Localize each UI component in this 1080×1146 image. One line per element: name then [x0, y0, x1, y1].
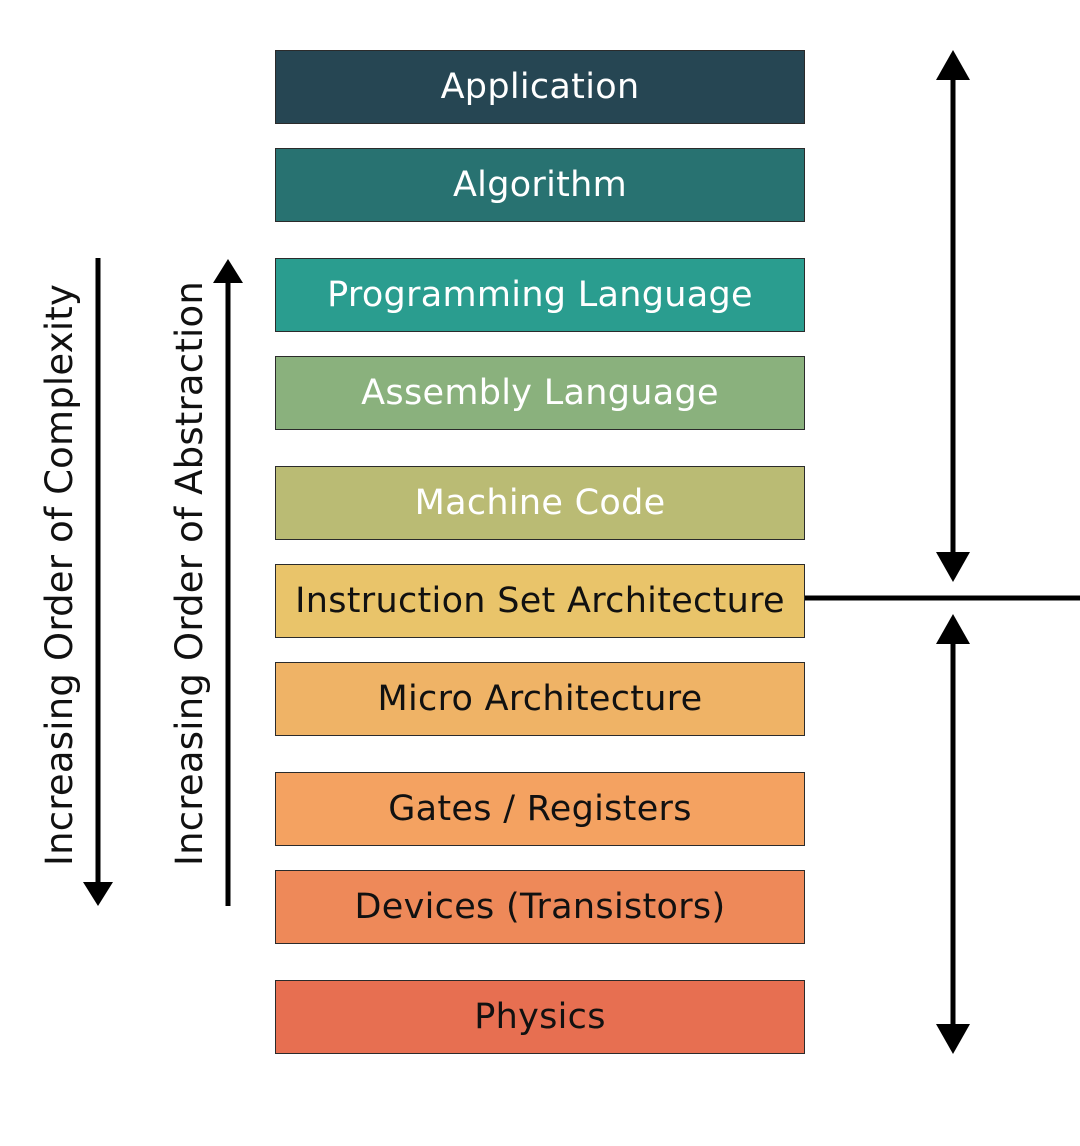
layer-devices-transistors: Devices (Transistors) [275, 870, 805, 944]
layer-label: Assembly Language [361, 373, 719, 413]
software-range-arrow-head-top [936, 50, 970, 80]
layer-gates-registers: Gates / Registers [275, 772, 805, 846]
layer-label: Machine Code [414, 483, 666, 523]
layer-label: Gates / Registers [388, 789, 692, 829]
layer-algorithm: Algorithm [275, 148, 805, 222]
layer-label: Devices (Transistors) [354, 887, 726, 927]
layer-instruction-set-architecture: Instruction Set Architecture [275, 564, 805, 638]
layer-label: Instruction Set Architecture [295, 581, 785, 621]
hardware-range-arrow-head-top [936, 614, 970, 644]
complexity-arrow-head [83, 882, 113, 906]
layer-machine-code: Machine Code [275, 466, 805, 540]
abstraction-arrow-head [213, 259, 243, 283]
hardware-range-arrow-head-bottom [936, 1024, 970, 1054]
layer-assembly-language: Assembly Language [275, 356, 805, 430]
layer-physics: Physics [275, 980, 805, 1054]
layer-label: Programming Language [327, 275, 753, 315]
layer-label: Physics [474, 997, 606, 1037]
layer-programming-language: Programming Language [275, 258, 805, 332]
layer-label: Micro Architecture [377, 679, 703, 719]
software-range-arrow-head-bottom [936, 552, 970, 582]
layer-label: Algorithm [452, 165, 628, 205]
layer-micro-architecture: Micro Architecture [275, 662, 805, 736]
layer-application: Application [275, 50, 805, 124]
layer-label: Application [440, 67, 640, 107]
